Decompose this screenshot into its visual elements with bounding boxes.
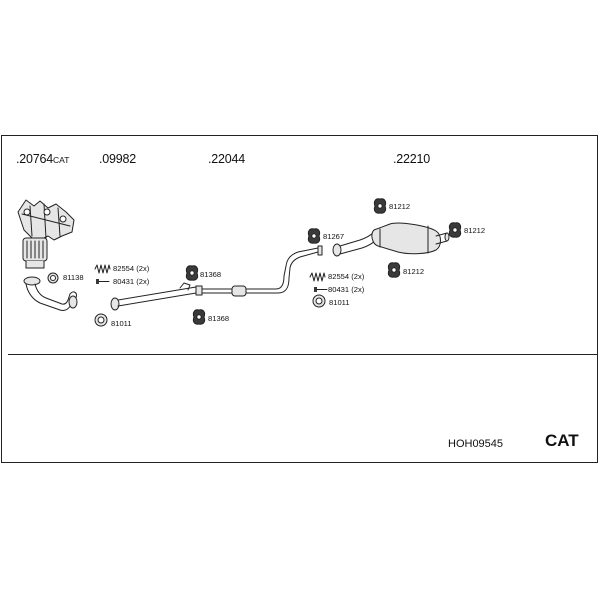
part-label: 82554 (2x) (113, 264, 150, 273)
spring-82554-icon (309, 272, 326, 282)
group-header-rear-silencer: .22210 (393, 152, 431, 166)
middle-pipe-with-silencer (110, 245, 323, 311)
catalytic-converter-manifold (17, 199, 75, 269)
part-label: 81138 (63, 273, 84, 282)
part-label: 80431 (2x) (328, 285, 365, 294)
spring-82554-icon (94, 264, 111, 274)
bolt-80431-icon (314, 287, 328, 292)
rubber-mount-81368-top-icon (185, 265, 199, 281)
bolt-80431-icon (96, 279, 110, 284)
rear-silencer (332, 222, 450, 257)
front-pipe (23, 276, 78, 311)
group-number: .20764 (16, 152, 54, 166)
part-label: 80431 (2x) (113, 277, 150, 286)
footer-divider (8, 354, 598, 355)
part-label: 81011 (329, 298, 350, 307)
rubber-mount-81212-right-icon (448, 222, 462, 238)
part-label: 81212 (389, 202, 411, 211)
kit-code: HOH09545 (448, 438, 504, 450)
rubber-mount-81212-bottom-icon (387, 262, 401, 278)
rubber-mount-81368-bottom-icon (192, 309, 206, 325)
group-suffix: CAT (53, 155, 70, 165)
part-label: 81212 (464, 226, 486, 235)
part-label: 81267 (323, 232, 345, 241)
group-header-catalyst: .20764CAT (16, 152, 69, 166)
part-label: 82554 (2x) (328, 272, 365, 281)
group-header-middle-silencer: .22044 (208, 152, 246, 166)
rubber-mount-81267-icon (307, 228, 321, 244)
part-label: 81011 (111, 319, 132, 328)
diagram-frame (1, 135, 598, 463)
cat-label: CAT (545, 431, 579, 450)
group-header-front-pipe: .09982 (99, 152, 137, 166)
part-label: 81368 (200, 270, 222, 279)
part-label: 81212 (403, 267, 425, 276)
part-label: 81368 (208, 314, 230, 323)
rubber-mount-81212-top-icon (373, 198, 387, 214)
